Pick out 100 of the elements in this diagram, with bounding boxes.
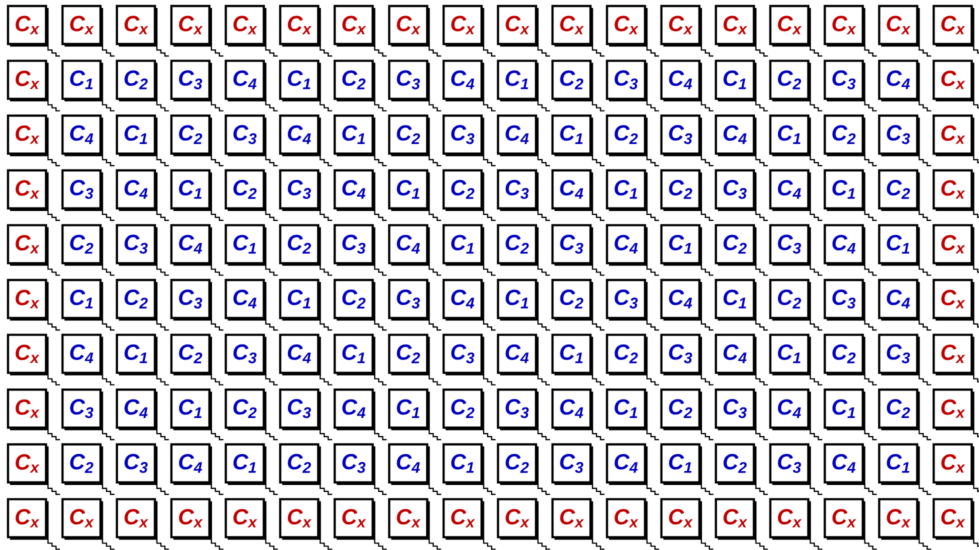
cell-box: C$_{4}$ xyxy=(496,114,550,166)
cell-box: C$_{x}$ xyxy=(878,498,932,550)
cell-box: C$_{3}$ xyxy=(334,224,387,276)
cell-box: C$_{x}$ xyxy=(551,4,604,57)
cell-box: C$_{2}$ xyxy=(61,443,114,495)
cell-box: C$_{2}$ xyxy=(606,334,659,386)
cell-box: C$_{4}$ xyxy=(224,278,278,331)
cell-box: C$_{1}$ xyxy=(496,60,550,112)
cell-box: C$_{1}$ xyxy=(116,114,169,166)
cell-box: C$_{x}$ xyxy=(496,4,550,57)
cell-box: C$_{2}$ xyxy=(878,169,932,221)
cell-box: C$_{3}$ xyxy=(551,443,604,495)
cell-box: C$_{2}$ xyxy=(279,443,332,495)
cell-box: C$_{2}$ xyxy=(442,388,496,440)
cell-box: C$_{3}$ xyxy=(61,388,114,440)
cell-box: C$_{1}$ xyxy=(660,224,714,276)
cell-box: C$_{x}$ xyxy=(660,4,714,57)
cell-box: C$_{x}$ xyxy=(6,4,60,57)
cell-box: C$_{x}$ xyxy=(551,498,604,550)
cell-box: C$_{1}$ xyxy=(606,388,659,440)
cell-box: C$_{3}$ xyxy=(116,224,169,276)
cell-box: C$_{1}$ xyxy=(61,60,114,112)
cell-box: C$_{1}$ xyxy=(116,334,169,386)
cell-box: C$_{3}$ xyxy=(170,278,224,331)
cell-box: C$_{1}$ xyxy=(334,114,387,166)
cell-box: C$_{3}$ xyxy=(61,169,114,221)
cell-box: C$_{2}$ xyxy=(660,169,714,221)
cell-box: C$_{x}$ xyxy=(769,498,822,550)
cell-box: C$_{x}$ xyxy=(279,498,332,550)
cell-box: C$_{2}$ xyxy=(334,278,387,331)
cell-box: C$_{1}$ xyxy=(61,278,114,331)
cell-box: C$_{x}$ xyxy=(824,4,877,57)
cell-box: C$_{4}$ xyxy=(660,278,714,331)
cell-box: C$_{1}$ xyxy=(714,60,768,112)
cell-box: C$_{3}$ xyxy=(224,334,278,386)
cell-box: C$_{1}$ xyxy=(606,169,659,221)
cell-box: C$_{4}$ xyxy=(606,224,659,276)
cell-box: C$_{4}$ xyxy=(334,388,387,440)
cell-box: C$_{1}$ xyxy=(388,169,442,221)
cell-box: C$_{2}$ xyxy=(496,224,550,276)
cell-box: C$_{1}$ xyxy=(442,443,496,495)
cell-box: C$_{x}$ xyxy=(388,4,442,57)
cell-box: C$_{3}$ xyxy=(496,388,550,440)
cell-box: C$_{1}$ xyxy=(224,443,278,495)
cell-box: C$_{3}$ xyxy=(769,443,822,495)
cell-box: C$_{2}$ xyxy=(824,334,877,386)
cell-box: C$_{3}$ xyxy=(442,114,496,166)
cell-box: C$_{3}$ xyxy=(769,224,822,276)
cell-box: C$_{4}$ xyxy=(878,278,932,331)
cell-box: C$_{1}$ xyxy=(551,114,604,166)
cell-box: C$_{4}$ xyxy=(116,388,169,440)
cell-box: C$_{x}$ xyxy=(170,4,224,57)
cell-box: C$_{x}$ xyxy=(388,498,442,550)
cell-box: C$_{2}$ xyxy=(496,443,550,495)
cell-box: C$_{4}$ xyxy=(224,60,278,112)
cell-box: C$_{1}$ xyxy=(769,114,822,166)
cell-box: C$_{4}$ xyxy=(61,114,114,166)
cell-box: C$_{1}$ xyxy=(279,278,332,331)
cell-box: C$_{2}$ xyxy=(551,60,604,112)
cell-box: C$_{3}$ xyxy=(279,388,332,440)
cell-box: C$_{x}$ xyxy=(932,334,979,386)
cell-box: C$_{1}$ xyxy=(878,443,932,495)
cell-box: C$_{4}$ xyxy=(496,334,550,386)
cell-box: C$_{3}$ xyxy=(388,278,442,331)
cell-box: C$_{x}$ xyxy=(660,498,714,550)
cell-box: C$_{x}$ xyxy=(442,498,496,550)
cell-box: C$_{3}$ xyxy=(824,278,877,331)
cell-box: C$_{2}$ xyxy=(878,388,932,440)
cell-box: C$_{x}$ xyxy=(6,224,60,276)
cell-box: C$_{2}$ xyxy=(61,224,114,276)
cell-box: C$_{4}$ xyxy=(279,114,332,166)
cell-box: C$_{4}$ xyxy=(170,443,224,495)
cell-box: C$_{3}$ xyxy=(442,334,496,386)
cell-box: C$_{x}$ xyxy=(6,443,60,495)
cell-box: C$_{x}$ xyxy=(116,498,169,550)
cell-box: C$_{2}$ xyxy=(769,60,822,112)
cell-box: C$_{3}$ xyxy=(170,60,224,112)
cell-box: C$_{3}$ xyxy=(606,278,659,331)
cell-box: C$_{1}$ xyxy=(660,443,714,495)
cell-box: C$_{3}$ xyxy=(224,114,278,166)
cell-box: C$_{2}$ xyxy=(442,169,496,221)
cell-box: C$_{3}$ xyxy=(279,169,332,221)
cell-box: C$_{2}$ xyxy=(279,224,332,276)
cell-box: C$_{x}$ xyxy=(932,278,979,331)
cell-box: C$_{2}$ xyxy=(388,114,442,166)
cell-box: C$_{x}$ xyxy=(279,4,332,57)
cell-box: C$_{4}$ xyxy=(388,224,442,276)
cell-box: C$_{4}$ xyxy=(824,224,877,276)
cell-box: C$_{4}$ xyxy=(714,334,768,386)
cell-box: C$_{2}$ xyxy=(116,60,169,112)
cell-box: C$_{1}$ xyxy=(334,334,387,386)
cell-box: C$_{3}$ xyxy=(660,334,714,386)
cell-box: C$_{1}$ xyxy=(388,388,442,440)
cell-box: C$_{3}$ xyxy=(714,388,768,440)
cell-box: C$_{4}$ xyxy=(170,224,224,276)
cell-box: C$_{1}$ xyxy=(442,224,496,276)
cell-box: C$_{x}$ xyxy=(932,114,979,166)
cell-box: C$_{2}$ xyxy=(551,278,604,331)
cell-box: C$_{4}$ xyxy=(551,169,604,221)
cell-box: C$_{1}$ xyxy=(170,169,224,221)
